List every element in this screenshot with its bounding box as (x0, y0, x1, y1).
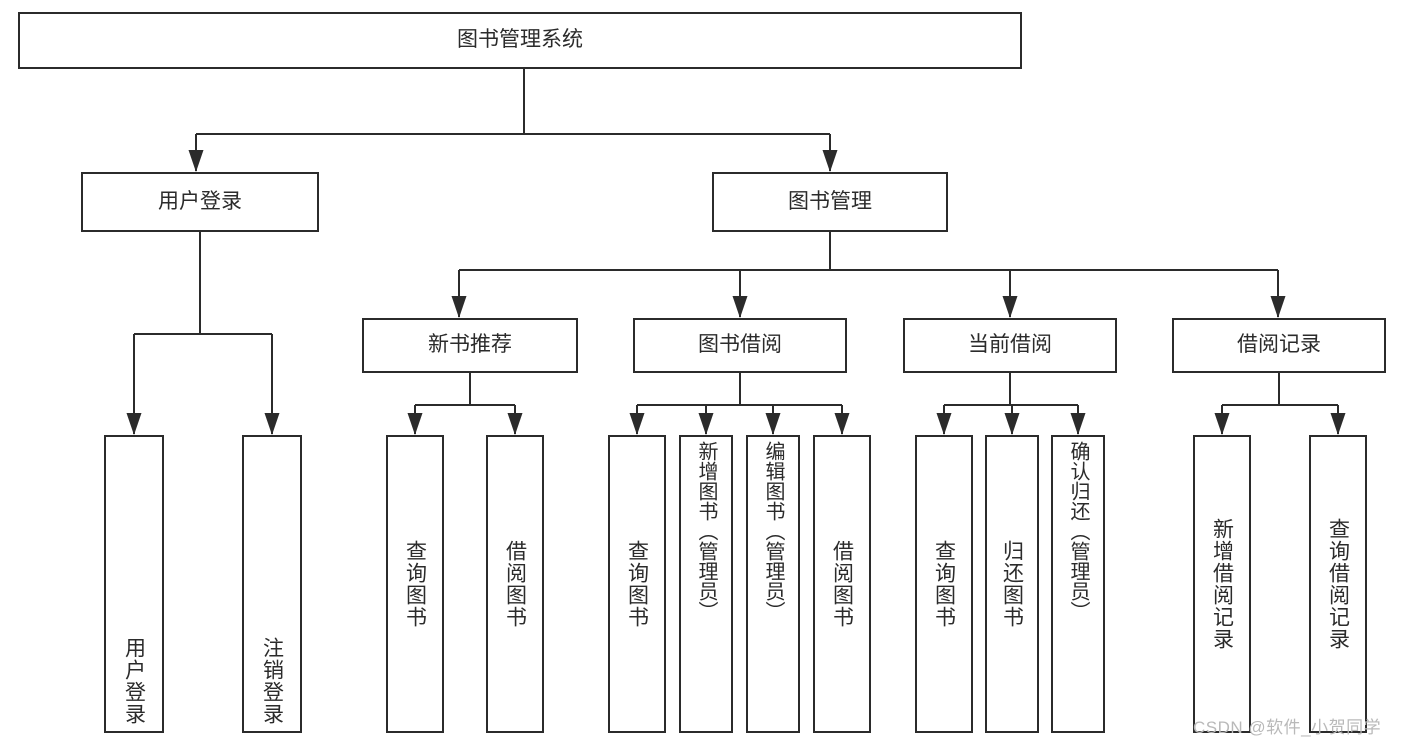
node-leaf-borrow-book-rec[interactable]: 借阅图书 (486, 435, 544, 733)
node-label: 查询图书 (932, 540, 956, 628)
node-label: 借阅记录 (1237, 333, 1321, 357)
node-leaf-query-book-rec[interactable]: 查询图书 (386, 435, 444, 733)
arrowhead-icon (507, 413, 523, 435)
node-book-manage[interactable]: 图书管理 (712, 172, 948, 232)
node-label: 图书管理系统 (457, 28, 583, 52)
node-user-login[interactable]: 用户登录 (81, 172, 319, 232)
node-label: 查询图书 (625, 540, 649, 628)
node-leaf-query-record[interactable]: 查询借阅记录 (1309, 435, 1367, 733)
arrowhead-icon (1214, 413, 1230, 435)
node-label: 图书管理 (788, 189, 872, 213)
arrowhead-icon (264, 413, 280, 435)
node-label: 当前借阅 (968, 333, 1052, 357)
arrowhead-icon (732, 296, 748, 318)
node-label: 注销登录 (260, 637, 284, 725)
node-label: 借阅图书 (830, 540, 854, 628)
arrowhead-icon (629, 413, 645, 435)
arrowhead-icon (698, 413, 714, 435)
node-new-book-rec[interactable]: 新书推荐 (362, 318, 578, 373)
node-leaf-confirm-return[interactable]: 确认归还（管理员） (1051, 435, 1105, 733)
node-leaf-user-login[interactable]: 用户登录 (104, 435, 164, 733)
node-label: 查询借阅记录 (1326, 518, 1350, 650)
node-root[interactable]: 图书管理系统 (18, 12, 1022, 69)
node-leaf-return-book[interactable]: 归还图书 (985, 435, 1039, 733)
node-borrow-record[interactable]: 借阅记录 (1172, 318, 1386, 373)
arrowhead-icon (1070, 413, 1086, 435)
arrowhead-icon (1002, 296, 1018, 318)
arrowhead-icon (188, 150, 204, 172)
node-label: 用户登录 (158, 189, 242, 213)
node-leaf-borrow-book[interactable]: 借阅图书 (813, 435, 871, 733)
arrowhead-icon (936, 413, 952, 435)
node-label: 查询图书 (403, 540, 427, 628)
arrowhead-icon (1330, 413, 1346, 435)
node-label: 新增借阅记录 (1210, 518, 1234, 650)
node-label: 借阅图书 (503, 540, 527, 628)
node-leaf-query-book-current[interactable]: 查询图书 (915, 435, 973, 733)
arrowhead-icon (126, 413, 142, 435)
watermark-label: CSDN @软件_小贺同学 (1193, 718, 1382, 737)
node-label: 图书借阅 (698, 333, 782, 357)
node-leaf-add-book[interactable]: 新增图书（管理员） (679, 435, 733, 733)
arrowhead-icon (1004, 413, 1020, 435)
arrowhead-icon (451, 296, 467, 318)
node-leaf-add-record[interactable]: 新增借阅记录 (1193, 435, 1251, 733)
node-leaf-edit-book[interactable]: 编辑图书（管理员） (746, 435, 800, 733)
node-label: 用户登录 (122, 637, 146, 725)
node-leaf-query-book-borrow[interactable]: 查询图书 (608, 435, 666, 733)
node-book-borrow[interactable]: 图书借阅 (633, 318, 847, 373)
node-label: 编辑图书（管理员） (762, 441, 784, 621)
node-leaf-logout[interactable]: 注销登录 (242, 435, 302, 733)
node-label: 确认归还（管理员） (1067, 441, 1089, 621)
node-current-borrow[interactable]: 当前借阅 (903, 318, 1117, 373)
arrowhead-icon (1270, 296, 1286, 318)
arrowhead-icon (822, 150, 838, 172)
arrowhead-icon (765, 413, 781, 435)
node-label: 新书推荐 (428, 333, 512, 357)
node-label: 归还图书 (1000, 540, 1024, 628)
node-label: 新增图书（管理员） (695, 441, 717, 621)
arrowhead-icon (407, 413, 423, 435)
arrowhead-icon (834, 413, 850, 435)
